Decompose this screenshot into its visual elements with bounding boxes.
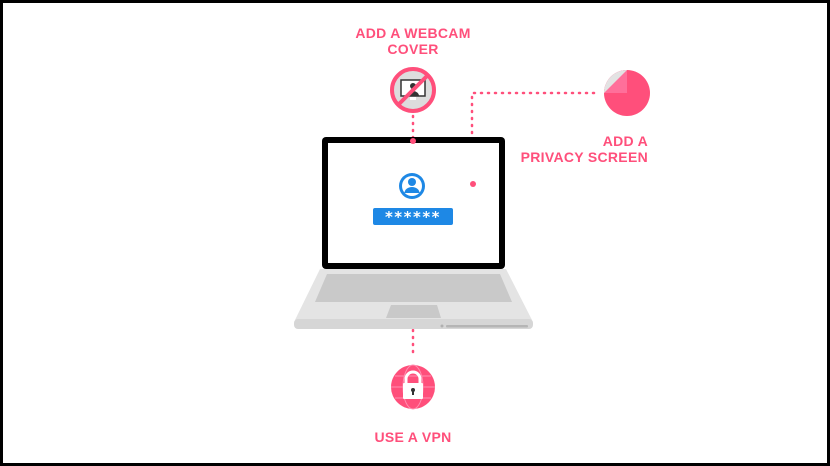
privacy-screen-icon <box>604 70 650 116</box>
webcam-label-line1: ADD A WEBCAM <box>355 25 471 41</box>
power-light <box>440 324 444 328</box>
keyboard-area <box>315 274 512 302</box>
vpn-lock-icon <box>391 364 435 410</box>
trackpad <box>386 305 441 318</box>
password-mask: ****** <box>385 208 441 226</box>
webcam-dot <box>410 138 416 144</box>
webcam-cover-icon <box>390 67 436 113</box>
privacy-label-line1: ADD A <box>602 133 648 149</box>
laptop <box>294 137 533 329</box>
privacy-label-line2: PRIVACY SCREEN <box>520 149 648 165</box>
password-field[interactable] <box>373 208 453 225</box>
webcam-cover-label: ADD A WEBCAM COVER <box>313 25 513 57</box>
webcam-label-line2: COVER <box>387 41 439 57</box>
privacy-dot <box>470 181 476 187</box>
privacy-screen-label: ADD A PRIVACY SCREEN <box>500 133 648 165</box>
user-avatar-icon <box>399 173 425 199</box>
laptop-screen <box>328 143 499 263</box>
vent <box>446 325 528 328</box>
vpn-label: USE A VPN <box>374 429 452 445</box>
